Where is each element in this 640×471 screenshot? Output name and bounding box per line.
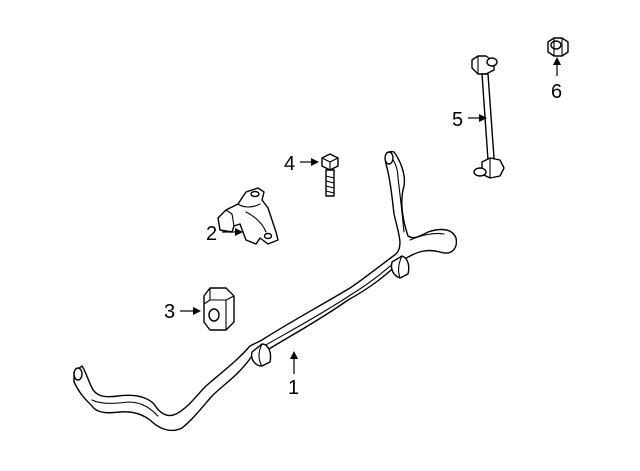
callout-label-1: 1	[288, 377, 299, 399]
part-2-bracket	[217, 187, 279, 245]
callout-5: 5	[452, 109, 487, 131]
callout-2-arrowhead	[235, 228, 243, 236]
part-1-stabilizer-bar	[73, 150, 458, 432]
callout-6: 6	[551, 57, 562, 103]
part-3-bushing	[203, 287, 235, 331]
callout-3: 3	[164, 301, 201, 323]
part-5-stabilizer-link	[471, 55, 505, 179]
callout-3-arrowhead	[193, 307, 201, 315]
callout-1-arrowhead	[290, 351, 298, 359]
callout-6-arrowhead	[553, 57, 561, 65]
callout-label-4: 4	[284, 153, 295, 175]
part-4-bolt	[321, 153, 339, 197]
part-6-nut	[547, 37, 569, 57]
callout-4: 4	[284, 153, 319, 175]
callout-label-6: 6	[551, 81, 562, 103]
callout-2: 2	[206, 223, 243, 245]
callout-1: 1	[288, 351, 299, 399]
callout-label-2: 2	[206, 223, 217, 245]
callout-4-arrowhead	[311, 158, 319, 166]
callout-label-3: 3	[164, 301, 175, 323]
callout-5-arrowhead	[479, 114, 487, 122]
callout-label-5: 5	[452, 109, 463, 131]
